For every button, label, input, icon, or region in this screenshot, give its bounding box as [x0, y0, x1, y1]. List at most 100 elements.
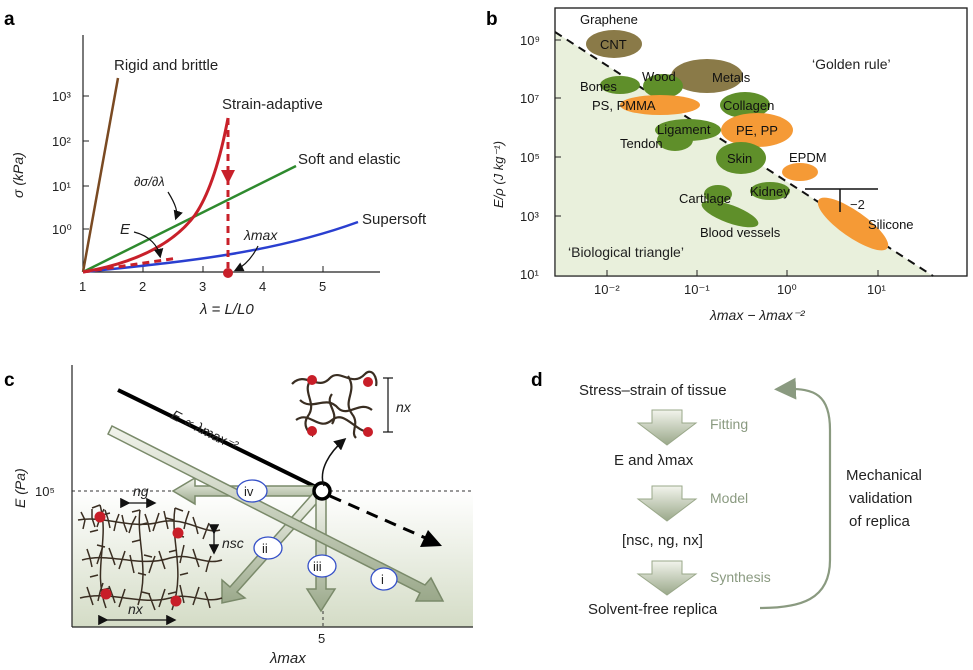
step-parameters: [nsc, ng, nx] — [622, 532, 703, 549]
path-label-ii: ii — [262, 541, 268, 556]
b-ytick-1e9: 10⁹ — [520, 33, 540, 48]
b-y-axis-label: E/ρ (J kg⁻¹) — [491, 141, 506, 208]
label-cartilage: Cartilage — [679, 191, 731, 206]
label-tendon: Tendon — [620, 136, 663, 151]
scaling-line-extension — [329, 494, 431, 542]
blob-epdm — [782, 163, 818, 181]
bottlebrush-network-icon — [77, 504, 223, 611]
label-blood-vessels: Blood vessels — [700, 225, 781, 240]
panel-d-letter: d — [531, 370, 543, 391]
label-derivative: ∂σ/∂λ — [134, 174, 165, 189]
step-e-lambda: E and λmax — [614, 452, 694, 469]
a-xtick-3: 3 — [199, 279, 206, 294]
b-x-axis-label: λmax − λmax⁻² — [709, 307, 806, 323]
blob-cnt — [586, 30, 642, 58]
blob-collagen — [720, 92, 770, 118]
c-ytick-1e5: 10⁵ — [35, 484, 55, 499]
path-label-i: i — [381, 572, 384, 587]
blob-blood-vessels — [701, 200, 759, 228]
label-modulus: E — [120, 221, 131, 238]
a-ytick-10: 10¹ — [52, 179, 71, 194]
label-rigid: Rigid and brittle — [114, 57, 218, 74]
b-xtick-1e1: 10¹ — [867, 282, 886, 297]
label-cnt: CNT — [600, 37, 627, 52]
blob-pe-pp — [721, 113, 793, 147]
path-label-iii: iii — [313, 559, 322, 574]
path-label-iv: iv — [244, 484, 254, 499]
a-xtick-1: 1 — [79, 279, 86, 294]
arrow-i — [106, 424, 445, 602]
b-ytick-1e1: 10¹ — [520, 267, 539, 282]
label-ligament: Ligament — [657, 122, 711, 137]
flow-label-model: Model — [710, 490, 748, 506]
b-xtick-1e-1: 10⁻¹ — [684, 282, 710, 297]
network-crosslink-dots — [307, 375, 373, 437]
label-soft: Soft and elastic — [298, 151, 401, 168]
blob-bones — [600, 76, 640, 94]
panel-a-letter: a — [4, 9, 15, 30]
label-epdm: EPDM — [789, 150, 827, 165]
blob-wood — [643, 74, 683, 98]
slope-indicator — [805, 188, 878, 212]
scaling-line — [117, 388, 319, 490]
lambda-max-point — [223, 268, 233, 278]
modulus-tangent — [82, 256, 179, 274]
ng-label: ng — [133, 483, 149, 499]
a-x-axis-label: λ = L/L0 — [199, 301, 254, 318]
blob-silicone — [817, 197, 889, 251]
modulus-pointer — [133, 231, 164, 259]
blob-tendon — [657, 129, 693, 151]
step-replica: Solvent-free replica — [588, 601, 718, 618]
region-biological-triangle: ‘Biological triangle’ — [568, 244, 684, 260]
label-silicone: Silicone — [868, 217, 914, 232]
c-x-axis-label: λmax — [269, 650, 306, 667]
flow-arrows — [636, 409, 698, 596]
b-ytick-1e7: 10⁷ — [520, 91, 539, 106]
label-ps-pmma: PS, PMMA — [592, 98, 656, 113]
label-bones: Bones — [580, 79, 617, 94]
a-xtick-2: 2 — [139, 279, 146, 294]
label-graphene: Graphene — [580, 12, 638, 27]
network-pointer-arrow — [321, 438, 347, 487]
b-xtick-1e-2: 10⁻² — [594, 282, 620, 297]
c-y-axis-label: E (Pa) — [12, 468, 28, 508]
loop-label-line1: Mechanical — [846, 467, 922, 484]
a-ytick-100: 10² — [52, 134, 71, 149]
a-xtick-4: 4 — [259, 279, 266, 294]
scaling-label: E ∝ λmax⁻² — [169, 406, 242, 454]
panel-b-letter: b — [486, 9, 498, 30]
lambda-max-pointer — [233, 245, 259, 272]
nx-top-bracket — [383, 377, 393, 433]
label-lambda-max: λmax — [243, 227, 278, 243]
nx-top-label: nx — [396, 399, 412, 415]
blob-kidney — [750, 182, 790, 200]
blob-ps-pmma — [620, 95, 700, 115]
curve-supersoft — [82, 220, 359, 274]
a-xtick-5: 5 — [319, 279, 326, 294]
material-blobs — [586, 30, 889, 251]
slope-label: −2 — [850, 197, 865, 212]
scaling-arrowhead — [420, 530, 442, 547]
label-skin: Skin — [727, 151, 752, 166]
curve-adaptive — [82, 117, 230, 274]
curve-adaptive-arrow — [221, 170, 235, 184]
a-ytick-1000: 10³ — [52, 89, 71, 104]
step-stress-strain: Stress–strain of tissue — [579, 382, 727, 399]
flow-arrow-fitting — [636, 409, 698, 446]
curve-rigid — [81, 77, 120, 273]
blob-cartilage — [704, 185, 732, 203]
design-origin-point — [312, 481, 332, 501]
flow-label-synthesis: Synthesis — [710, 569, 771, 585]
b-xtick-1e0: 10⁰ — [777, 282, 797, 297]
bottlebrush-crosslink-dots — [94, 511, 184, 607]
curve-soft — [82, 164, 297, 274]
a-y-axis-label: σ (kPa) — [10, 152, 26, 198]
a-ytick-1: 10⁰ — [52, 222, 72, 237]
b-ytick-1e5: 10⁵ — [520, 150, 540, 165]
flow-label-fitting: Fitting — [710, 416, 748, 432]
nx-bottom-label: nx — [128, 601, 144, 617]
label-supersoft: Supersoft — [362, 211, 427, 228]
label-pe-pp: PE, PP — [736, 123, 778, 138]
label-collagen: Collagen — [723, 98, 774, 113]
